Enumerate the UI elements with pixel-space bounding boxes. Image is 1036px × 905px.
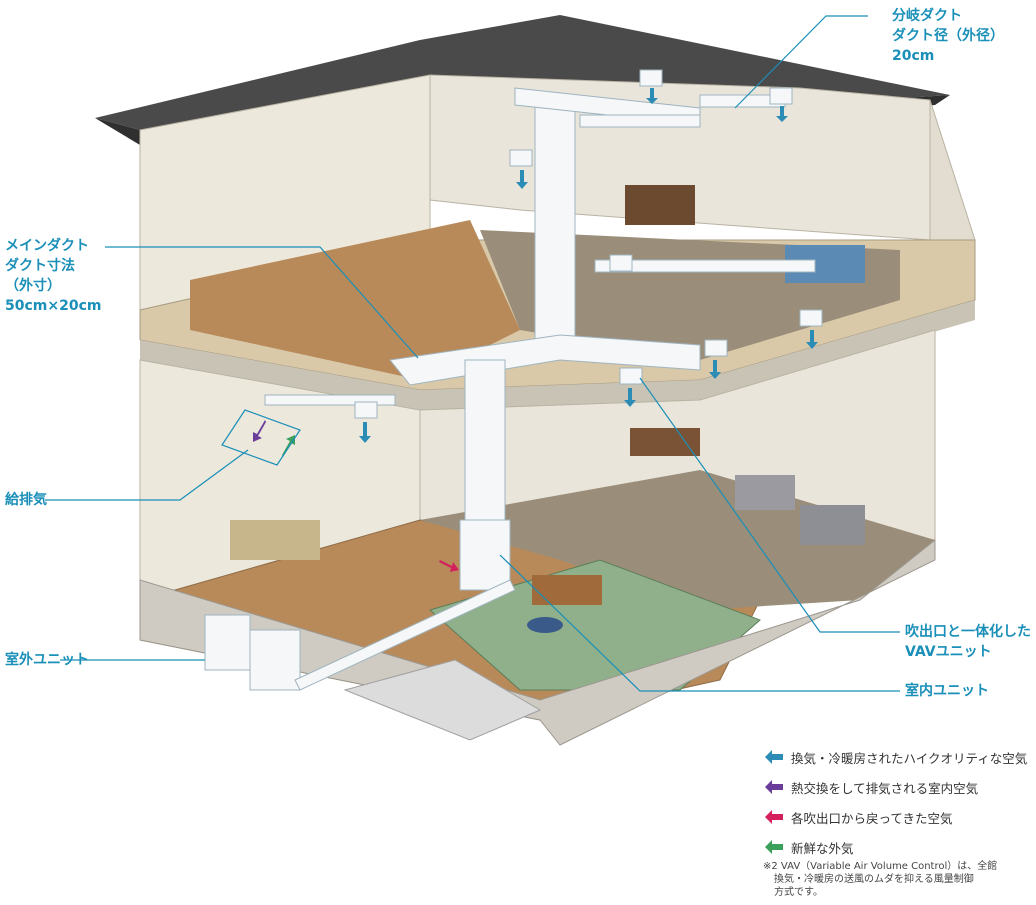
arrow-supply-2	[776, 106, 788, 122]
vav-unit-8	[354, 401, 378, 419]
legend-item: 新鮮な外気	[765, 832, 1030, 862]
desk	[625, 185, 695, 225]
upper-wood-floor	[190, 220, 520, 380]
arrow-left-icon	[765, 750, 783, 764]
entry-tile	[343, 659, 542, 741]
legend-label: 換気・冷暖房されたハイクオリティな空気	[791, 750, 1028, 766]
leader-indoor-unit	[499, 554, 900, 692]
callout-main-duct: メインダクト ダクト寸法 （外寸） 50cm×20cm	[5, 238, 102, 314]
supply-exhaust-vent	[221, 409, 301, 466]
arrow-left-icon	[765, 810, 783, 824]
arrow-left-icon	[765, 840, 783, 854]
duct-system	[204, 69, 823, 691]
branch-duct-mid	[594, 259, 816, 273]
kotatsu-table	[532, 575, 602, 605]
callout-vav-unit: 吹出口と一体化した VAVユニット	[905, 624, 1031, 660]
arrow-left-icon	[765, 780, 783, 794]
arrow-supply-4	[806, 330, 818, 349]
dining-table	[630, 428, 700, 456]
arrow-supply-7	[359, 422, 371, 443]
legend-label: 各吹出口から戻ってきた空気	[791, 810, 953, 826]
leader-main-duct	[105, 246, 419, 359]
legend-label: 熱交換をして排気される室内空気	[791, 780, 979, 796]
footnote-line: 換気・冷暖房の送風のムダを抑える風量制御	[774, 874, 974, 885]
legend-item: 各吹出口から戻ってきた空気	[765, 802, 1030, 832]
footnote: ※2 VAV（Variable Air Volume Control）は、全館 …	[763, 860, 1033, 899]
branch-duct-upper-1	[579, 114, 701, 128]
leader-branch-duct	[734, 15, 868, 109]
vav-unit-6	[704, 339, 728, 357]
vav-unit-3	[509, 149, 533, 167]
arrow-supply-1	[646, 88, 658, 104]
outdoor-unit-1	[204, 614, 251, 671]
legend-item: 熱交換をして排気される室内空気	[765, 772, 1030, 802]
indoor-unit	[459, 519, 511, 591]
callout-outdoor-unit: 室外ユニット	[5, 652, 89, 668]
callout-branch-duct: 分岐ダクト ダクト径（外径）20cm	[892, 8, 1004, 64]
leader-supply-exhaust	[45, 449, 249, 501]
outdoor-duct	[294, 579, 516, 691]
vav-unit-1	[639, 69, 663, 87]
arrow-supply-6	[624, 388, 636, 407]
footnote-line: ※2 VAV（Variable Air Volume Control）は、全館	[763, 861, 998, 872]
callout-supply-exhaust: 給排気	[5, 492, 47, 508]
vav-unit-2	[769, 87, 793, 105]
callout-indoor-unit: 室内ユニット	[905, 683, 989, 699]
bathtub	[230, 520, 320, 560]
outdoor-unit-2	[249, 629, 301, 691]
sofa	[735, 475, 795, 510]
upper-slab-edge	[140, 300, 975, 410]
sofa-2	[800, 505, 865, 545]
vav-unit-7	[619, 367, 643, 385]
legend-label: 新鮮な外気	[791, 840, 854, 856]
duct-riser	[464, 359, 506, 531]
leader-lines	[45, 15, 900, 692]
legend-item: 換気・冷暖房されたハイクオリティな空気	[765, 742, 1030, 772]
arrow-supply-5	[709, 360, 721, 379]
footnote-line: 方式です。	[774, 887, 823, 898]
main-vertical-duct	[534, 94, 576, 356]
branch-duct-low-1	[264, 394, 396, 406]
arrow-return	[439, 560, 459, 572]
cushion	[527, 617, 563, 633]
airflow-arrows	[221, 88, 818, 572]
arrow-exhaust	[253, 420, 266, 442]
arrow-supply-3	[516, 170, 528, 189]
vav-unit-4	[609, 254, 633, 272]
leader-vav-unit	[639, 377, 900, 633]
vav-unit-5	[799, 309, 823, 327]
legend: 換気・冷暖房されたハイクオリティな空気 熱交換をして排気される室内空気 各吹出口…	[765, 742, 1030, 862]
